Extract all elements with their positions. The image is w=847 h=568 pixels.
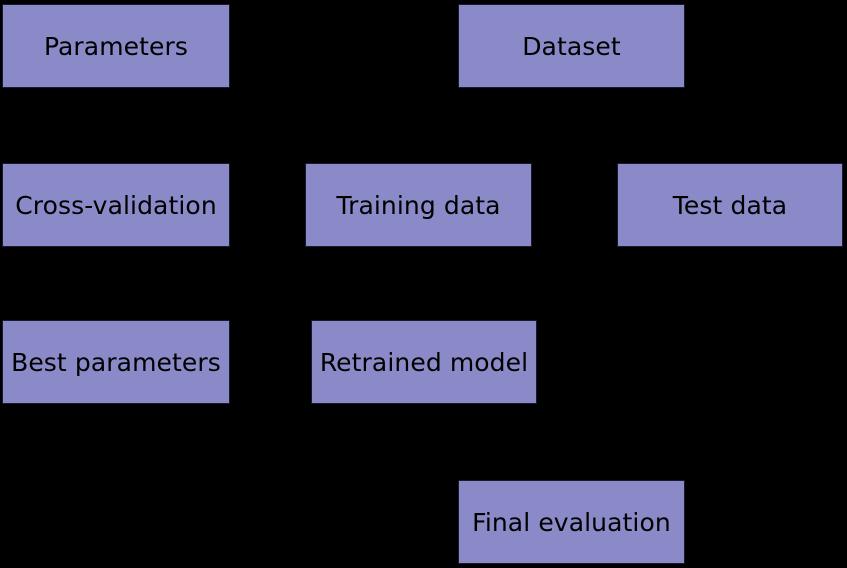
node-test-data-label: Test data bbox=[672, 190, 788, 220]
node-training-data-label: Training data bbox=[336, 190, 501, 220]
node-cross-validation[interactable]: Cross-validation bbox=[2, 163, 230, 247]
node-parameters[interactable]: Parameters bbox=[2, 4, 230, 88]
node-dataset[interactable]: Dataset bbox=[458, 4, 685, 88]
node-test-data[interactable]: Test data bbox=[617, 163, 843, 247]
node-best-parameters[interactable]: Best parameters bbox=[2, 320, 230, 404]
node-dataset-label: Dataset bbox=[522, 31, 621, 61]
node-best-parameters-label: Best parameters bbox=[11, 347, 221, 377]
node-retrained-model[interactable]: Retrained model bbox=[311, 320, 537, 404]
node-cross-validation-label: Cross-validation bbox=[15, 190, 217, 220]
node-retrained-model-label: Retrained model bbox=[319, 347, 529, 377]
node-parameters-label: Parameters bbox=[43, 31, 189, 61]
node-final-evaluation[interactable]: Final evaluation bbox=[458, 480, 685, 564]
node-final-evaluation-label: Final evaluation bbox=[472, 507, 671, 537]
node-training-data[interactable]: Training data bbox=[305, 163, 532, 247]
